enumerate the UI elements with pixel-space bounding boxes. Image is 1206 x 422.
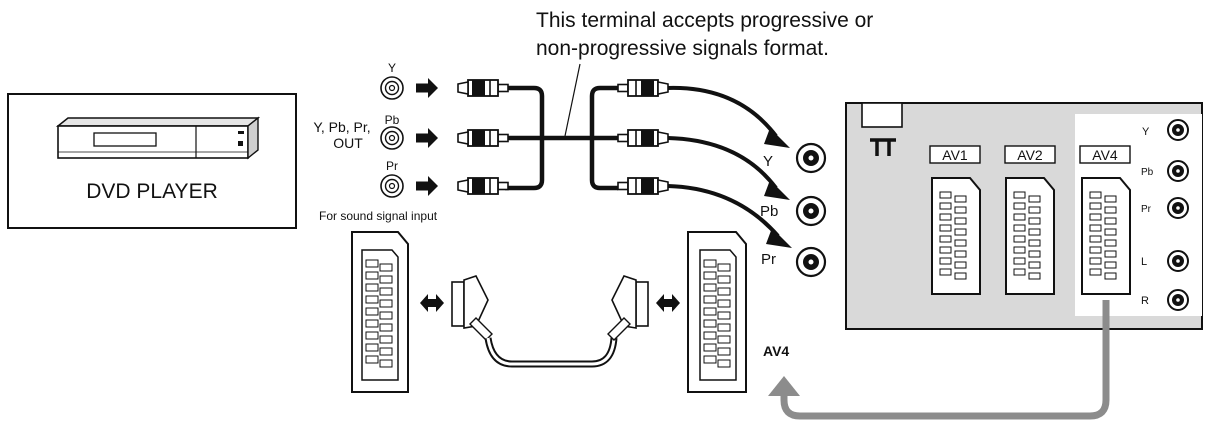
rca-plug-icon — [617, 177, 669, 195]
input-pr-label: Pr — [761, 251, 776, 268]
dvd-player-icon — [55, 116, 261, 160]
av1-scart-icon — [931, 177, 981, 295]
output-y-socket-icon — [380, 76, 404, 100]
panel-y-socket-icon — [1167, 119, 1189, 141]
arrow-right-icon — [416, 78, 438, 98]
av4-label: AV4 — [1092, 147, 1118, 163]
input-y-socket-icon — [795, 142, 827, 174]
double-arrow-icon — [420, 294, 444, 312]
sound-signal-note: For sound signal input — [319, 209, 438, 223]
scart-cable — [351, 231, 747, 393]
dvd-component-outputs: Y Pb Pr Y, Pb, Pr, OUT For sound signal … — [313, 61, 438, 223]
arrow-right-icon — [416, 176, 438, 196]
av2-label: AV2 — [1017, 147, 1043, 163]
output-pr-label: Pr — [386, 159, 398, 173]
scart-socket-left-icon — [351, 231, 409, 393]
input-pb-socket-icon — [795, 195, 827, 227]
panel-r-socket-icon — [1167, 289, 1189, 311]
av4-scart-icon — [1081, 177, 1131, 295]
av1-label: AV1 — [942, 147, 968, 163]
panel-l-label: L — [1141, 256, 1147, 268]
panel-y-label: Y — [1142, 126, 1150, 138]
rca-plug-icon — [617, 129, 669, 147]
output-pr-socket-icon — [380, 174, 404, 198]
input-pb-label: Pb — [760, 203, 778, 220]
av4-callout-arrow — [768, 300, 1110, 420]
arrow-right-icon — [416, 128, 438, 148]
antenna-icon — [870, 138, 896, 156]
output-pb-label: Pb — [385, 113, 400, 127]
panel-pr-label: Pr — [1141, 204, 1152, 215]
scart-plug-left-icon — [451, 275, 493, 341]
panel-r-label: R — [1141, 295, 1149, 307]
tv-rear-panel: AV1 AV2 — [845, 102, 1203, 330]
input-pr-socket-icon — [795, 246, 827, 278]
scart-plug-right-icon — [607, 275, 649, 341]
panel-pb-label: Pb — [1141, 167, 1154, 178]
outputs-group-label-out: OUT — [333, 135, 363, 151]
dvd-player-label: DVD PLAYER — [86, 180, 218, 203]
note-line-2: non-progressive signals format. — [536, 37, 829, 60]
note-line-1: This terminal accepts progressive or — [536, 9, 873, 32]
output-pb-socket-icon — [380, 126, 404, 150]
panel-l-socket-icon — [1167, 250, 1189, 272]
outputs-group-label: Y, Pb, Pr, — [313, 119, 370, 135]
note-leader-line — [564, 63, 581, 137]
panel-pb-socket-icon — [1167, 160, 1189, 182]
output-y-label: Y — [388, 61, 396, 75]
input-y-label: Y — [763, 153, 773, 170]
panel-pr-socket-icon — [1167, 197, 1189, 219]
av4-callout-label: AV4 — [763, 343, 789, 359]
av2-scart-icon — [1005, 177, 1055, 295]
rca-plug-icon — [617, 79, 669, 97]
scart-socket-right-icon — [687, 231, 747, 393]
component-cable — [457, 79, 792, 248]
dvd-player: DVD PLAYER — [7, 93, 297, 229]
tv-component-inputs: Y Pb Pr — [760, 142, 827, 278]
double-arrow-icon — [656, 294, 680, 312]
